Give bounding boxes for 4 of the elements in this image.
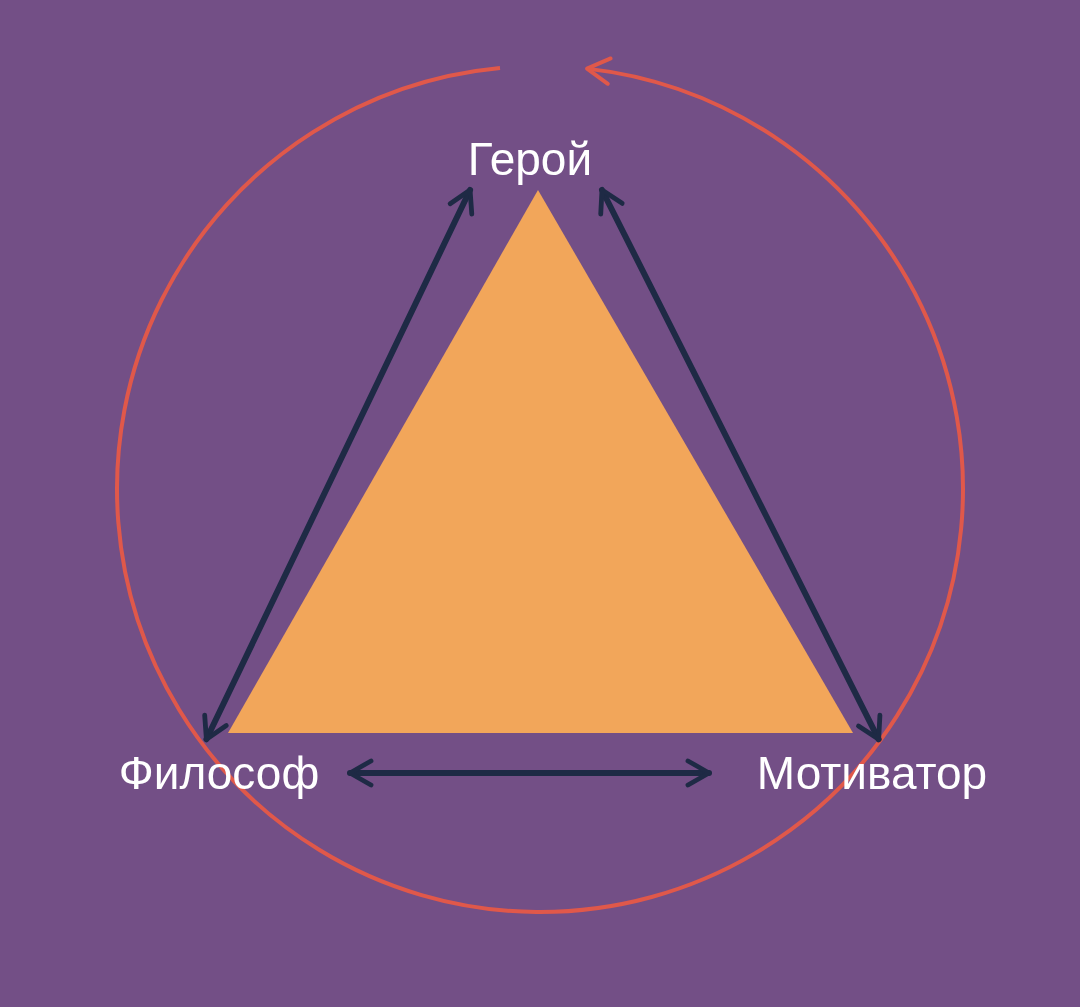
double-arrow	[347, 758, 712, 788]
double-arrow	[598, 187, 883, 743]
triangle-shape	[228, 190, 853, 733]
double-arrow	[202, 187, 475, 743]
